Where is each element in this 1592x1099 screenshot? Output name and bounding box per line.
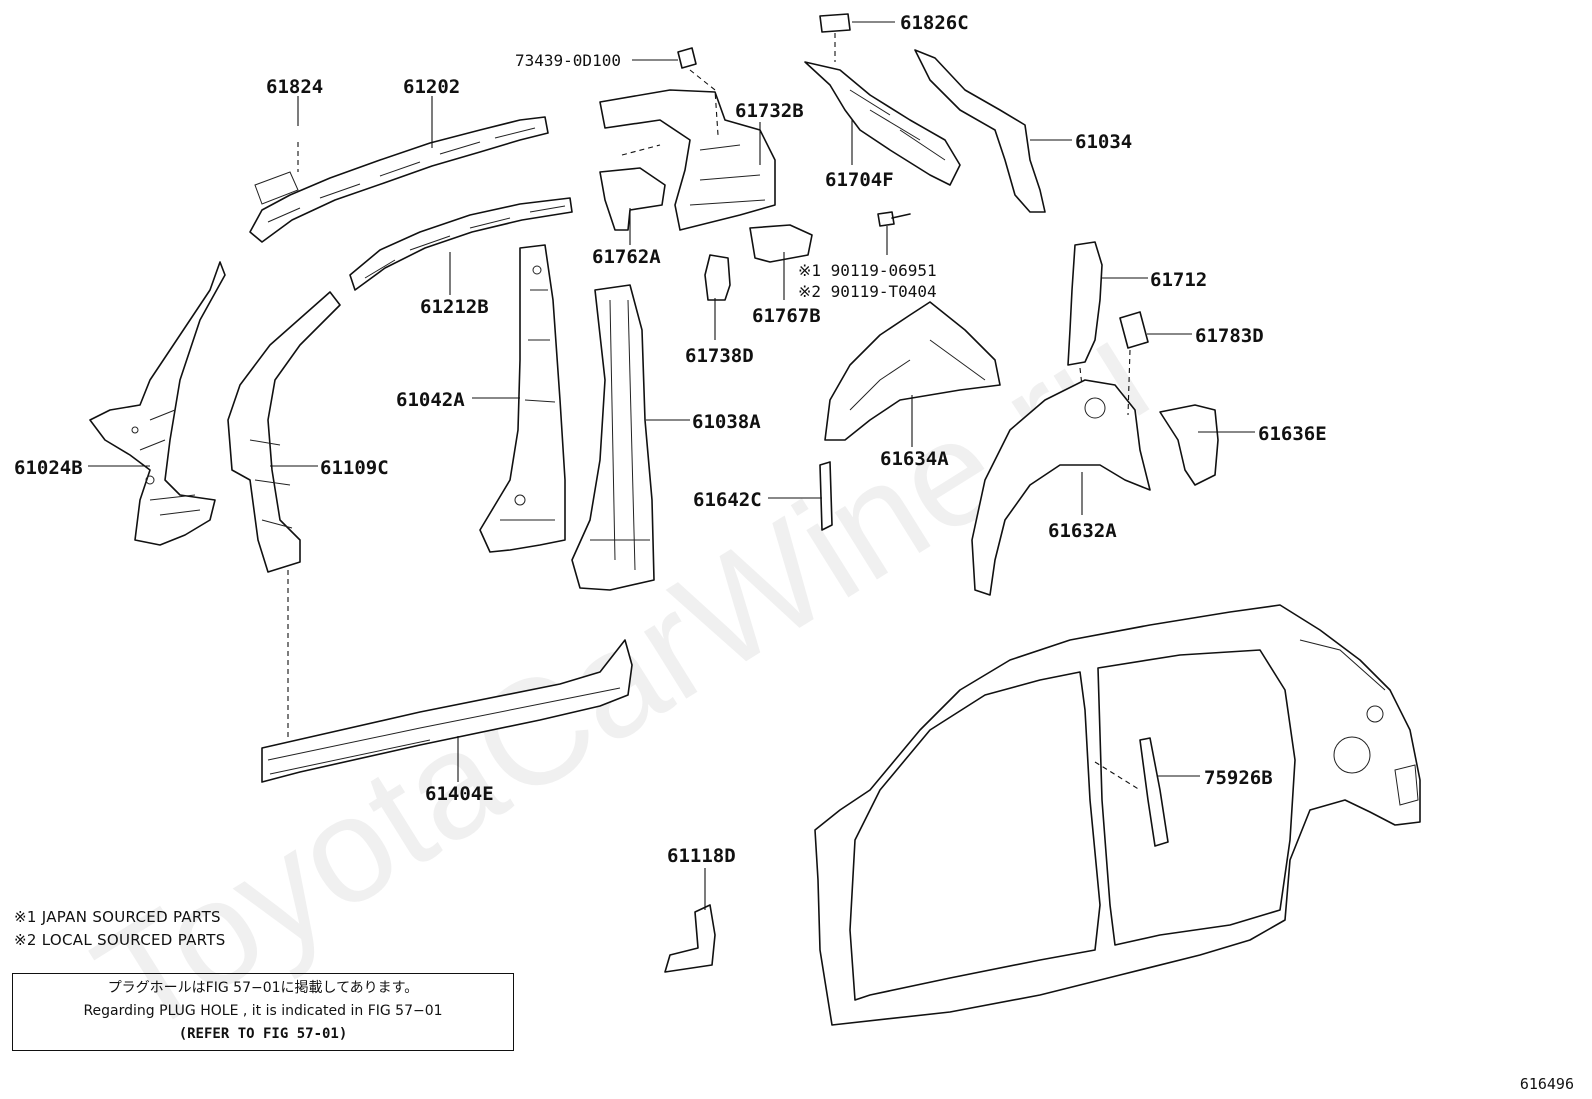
label-61109C: 61109C [320,457,389,479]
label-73439-0D100: 73439-0D100 [515,51,621,70]
label-61118D: 61118D [667,845,736,867]
reference-refer: (REFER TO FIG 57-01) [178,1026,348,1042]
label-61738D: 61738D [685,345,754,367]
label-90119-06951: ※1 90119-06951 [798,261,937,280]
label-61042A: 61042A [396,389,465,411]
label-61732B: 61732B [735,100,804,122]
label-61712: 61712 [1150,269,1207,291]
part-61202-shape[interactable] [249,116,549,243]
label-61636E: 61636E [1258,423,1327,445]
part-61738D-shape[interactable] [704,254,731,301]
part-61118D-shape[interactable] [664,904,716,973]
body-side-outer-panel-shape [814,604,1421,1026]
label-61704F: 61704F [825,169,894,191]
part-61767B-shape[interactable] [749,224,813,263]
label-61202: 61202 [403,76,460,98]
label-61634A: 61634A [880,448,949,470]
reference-japanese: プラグホールはFIG 57−01に掲載してあります。 [107,980,419,996]
part-61038A-shape[interactable] [571,284,655,591]
label-61783D: 61783D [1195,325,1264,347]
part-61712-shape[interactable] [1067,241,1103,366]
label-75926B: 75926B [1204,767,1273,789]
part-61024B-shape [89,261,226,546]
part-61042A-shape [479,244,566,553]
label-61762A: 61762A [592,246,661,268]
reference-english: Regarding PLUG HOLE , it is indicated in… [83,1003,443,1019]
part-61762A-shape[interactable] [599,167,666,231]
part-61732B-shape[interactable] [599,89,776,231]
part-61783D-shape[interactable] [1119,311,1149,349]
part-75926B-shape[interactable] [1139,737,1169,847]
label-61212B: 61212B [420,296,489,318]
part-61636E-shape[interactable] [1159,404,1219,486]
label-90119-T0404: ※2 90119-T0404 [798,282,937,301]
part-61404E-shape[interactable] [261,639,633,783]
part-labels: 61824 61202 73439-0D100 61826C 61034 617… [14,12,1327,867]
part-61704F-shape[interactable] [804,61,961,186]
note-local-sourced: ※2 LOCAL SOURCED PARTS [14,931,226,949]
note-japan-sourced: ※1 JAPAN SOURCED PARTS [14,908,221,926]
figure-number: 616496 [1519,1075,1574,1093]
label-61024B: 61024B [14,457,83,479]
label-61642C: 61642C [693,489,762,511]
part-61826C-shape[interactable] [819,13,851,33]
part-61634A-shape[interactable] [824,301,1001,441]
label-61038A: 61038A [692,411,761,433]
leader-lines [88,21,1255,910]
label-61767B: 61767B [752,305,821,327]
part-61642C-shape[interactable] [819,461,833,531]
connection-lines [287,33,1141,791]
label-61404E: 61404E [425,783,494,805]
label-61826C: 61826C [900,12,969,34]
part-61632A-shape[interactable] [971,379,1151,596]
part-90119-bolt-shape[interactable] [877,211,911,227]
label-61034: 61034 [1075,131,1132,153]
reference-note-box: プラグホールはFIG 57−01に掲載してあります。 Regarding PLU… [12,973,514,1051]
part-61212B-shape[interactable] [349,197,573,291]
label-61632A: 61632A [1048,520,1117,542]
label-61824: 61824 [266,76,323,98]
part-61034-shape[interactable] [914,49,1046,213]
part-61109C-shape[interactable] [227,291,341,573]
part-73439-shape[interactable] [677,47,697,69]
